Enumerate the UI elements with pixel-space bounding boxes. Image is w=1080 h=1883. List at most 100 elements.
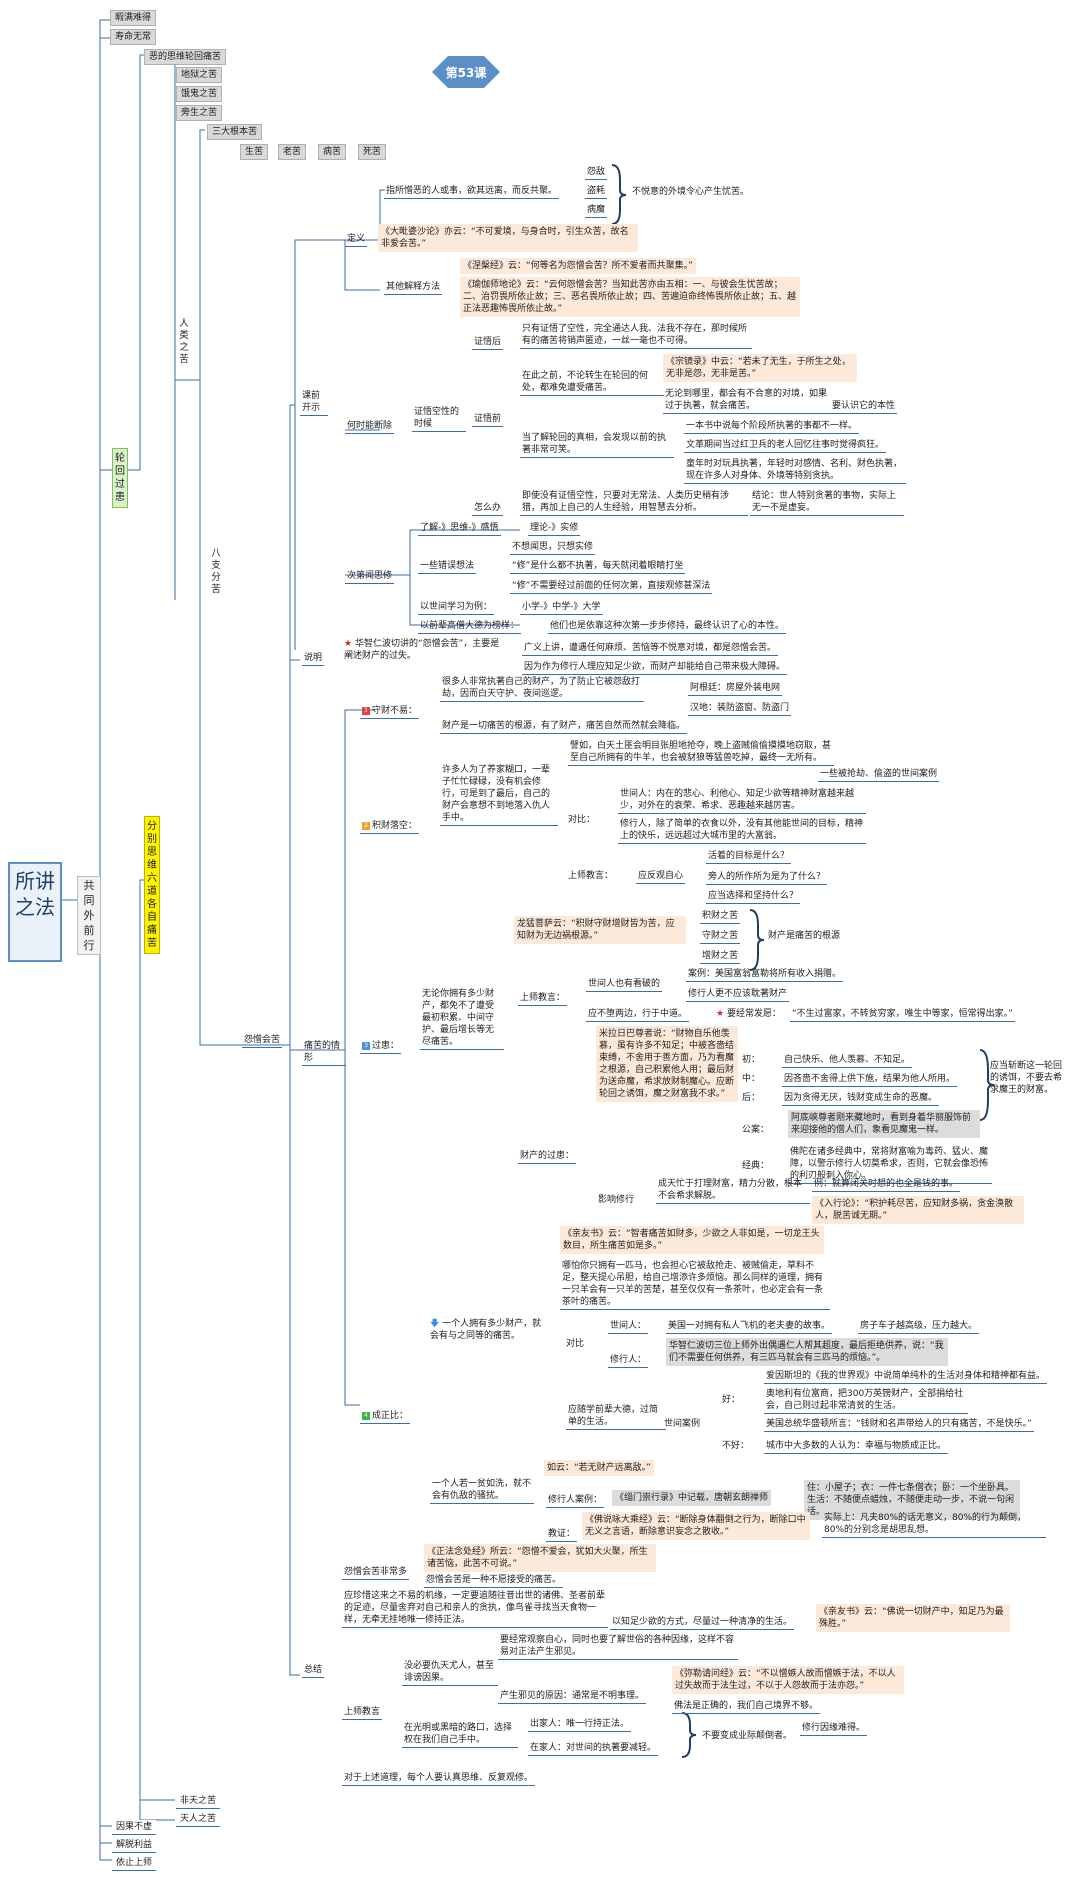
tq-yingqianliang: 应不堕两边，行于中道。 [586, 1008, 690, 1022]
bottom-item-2: 依止上师 [112, 1856, 157, 1871]
tq-xiuxingren: 修行人，除了简单的衣食以外，没有其他能世间的目标，精神上的快乐，远远超过大城市里… [618, 818, 866, 844]
kj-wulun: 无论到哪里，都会有不合意的对境，如果过于执著，就会痛苦。 [663, 388, 835, 414]
tq-label: 痛苦的情形 [302, 1040, 346, 1066]
zj-chansheng: 产生邪见的原因：通常是不明事理。 [498, 1690, 647, 1704]
kj-zenme: 怎么办 [472, 502, 504, 516]
kj-zhengqian: 证悟前 [472, 413, 504, 427]
tq-yingfanguan: 应反观自心 [636, 870, 686, 884]
tq-shijishang: 实际上：凡夫80%的话无意义，80%的行为颠倒，80%的分别念是胡思乱想。 [822, 1512, 1046, 1538]
tq-rupu: 《入行论》：“积护耗尽苦，应知财多祸，贪金涣散人，脱苦诚无期。” [812, 1196, 1024, 1224]
kj-wenzhang: 文革期间当过红卫兵的老人回忆往事时觉得疯狂。 [684, 439, 887, 453]
zj-yuanzeng2: 怨憎会苦是一种不愿接受的痛苦。 [424, 1574, 564, 1588]
shengku-3: 死苦 [358, 144, 387, 160]
tq-foshuo: 佛陀在诸多经典中，常将财富喻为毒药、猛火、魔障，以警示修行人切莫希求，否则，它就… [788, 1146, 992, 1184]
tq-yigeren: 🡇 一个人拥有多少财产，就会有与之同等的痛苦。 [430, 1318, 550, 1342]
tq-ruyun: 如云：“若无财产远离敌。” [544, 1460, 654, 1476]
tq-meiguo: 美国一对拥有私人飞机的老夫妻的故事。 [666, 1320, 833, 1334]
zj-yaojing: 要经常观察自心，同时也要了解世俗的各种因缘，这样不容易对正法产生邪见。 [498, 1634, 738, 1660]
tq-s4-text: 成正比： [372, 1411, 409, 1421]
yuanzeng-node: 怨憎会苦 [242, 1034, 283, 1048]
sandagen-node: 三大根本苦 [207, 124, 263, 140]
zj-meibiyao: 没必要仇天尤人，甚至诽谤因果。 [402, 1660, 498, 1686]
kj-zh-text: 只有证悟了空性，完全通达人我、法我不存在，那时候所有的痛苦将销声匿迹，一丝一毫也… [520, 323, 752, 349]
tq-hou: 后： [742, 1093, 761, 1103]
tq-jingdian: 经典： [742, 1161, 770, 1171]
tq-aiyin: 爱因斯坦的《我的世界观》中说简单纯朴的生活对身体和精神都有益。 [764, 1370, 1048, 1384]
kj-yixie: 一些错误想法 [418, 560, 477, 574]
kj-buxiang: 不想闻思，只想实修 [510, 541, 596, 555]
kj-zhengwu: 证悟空性的时候 [412, 406, 466, 432]
star-icon-2: ★ [716, 1009, 725, 1019]
tq-yintan: 因为贪得无厌，钱财变成生命的恶魔。 [782, 1092, 940, 1106]
kj-daohao: 盗耗 [585, 185, 608, 199]
tq-duibi2: 对比 [566, 1339, 585, 1349]
zj-q-zhengfa: 《正法念处经》所云：“怨憎不爱会，犹如大火聚，所生诸苦恼，此苦不可说。” [424, 1544, 656, 1572]
top-item-0: 暇满难得 [110, 10, 157, 26]
kj-liaojie2: 了解-》思维-》感悟 [418, 522, 501, 536]
kj-dingyi: 定义 [345, 233, 368, 247]
tq-chu: 初： [742, 1055, 761, 1065]
tq-s2a: 许多人为了养家糊口，一辈子忙忙碌碌，没有机会修行，可是到了最后，自己的财产会意想… [440, 764, 558, 826]
tq-chengshi: 城市中大多数的人认为：幸福与物质成正比。 [764, 1440, 949, 1454]
kj-q-niepan: 《涅槃经》云：“何等名为怨憎会苦？所不爱者而共聚集。” [460, 258, 696, 274]
kj-xiu1: “修”是什么都不执著，每天就闭着眼睛打坐 [510, 560, 686, 574]
kj-q-zongjing: 《宗镜录》中云：“若未了无生，于所生之处，无非是怨，无非是苦。” [663, 354, 857, 382]
tq-zengcai: 增财之苦 [700, 950, 741, 964]
arrow-down-icon: 🡇 [430, 1319, 440, 1329]
tq-yigeren2: 一个人若一贫如洗，就不会有仇敌的骚扰。 [430, 1478, 534, 1504]
tq-yingxiang: 影响修行 [598, 1195, 635, 1205]
kj-tamen: 他们也是依靠这种次第一步步修持，最终认识了心的本性。 [548, 620, 787, 634]
tq-pangren: 旁人的所作所为是为了什么？ [706, 871, 828, 885]
tq-yingxuanze: 应当选择和坚持什么？ [706, 890, 801, 904]
lesson-title: 第53课 [445, 66, 487, 80]
hell-item-2: 旁生之苦 [176, 105, 223, 121]
fenbie-node: 分别思维六道各自痛苦 [144, 816, 160, 954]
hell-item-0: 地狱之苦 [176, 67, 223, 83]
kj-zhenghou: 证悟后 [472, 336, 504, 350]
tq-buhao: 不好： [722, 1441, 750, 1451]
tq-jiaoyan: 教证： [546, 1528, 578, 1542]
tq-aodili: 奥地利有位富商，把300万英镑财产，全部捐给社会，自己则过起非常清贫的生活。 [764, 1388, 968, 1414]
tq-zhu: 住：小屋子；衣：一件七条僧衣；卧：一个坐卧具。生活：不随便点蜡烛，不随便走动一步… [804, 1480, 1020, 1520]
tq-yigeren-text: 一个人拥有多少财产，就会有与之同等的痛苦。 [430, 1319, 542, 1341]
tq-napa: 哪怕你只拥有一匹马，也会担心它被敌抢走、被贼偷走，草料不足，整天提心吊胆，给自己… [560, 1260, 830, 1310]
kj-label: 课前开示 [300, 390, 328, 416]
tq-q-qinyou: 《亲友书》云：“智者痛苦如财多，少欲之人非如是，一切龙王头数目，所生痛苦如是多。… [560, 1226, 824, 1254]
zj-duiyu: 对于上述道理，每个人要认真思维、反复观修。 [342, 1772, 536, 1786]
bottom-item-0: 因果不虚 [112, 1820, 157, 1835]
number-3-icon: 3 [362, 1041, 370, 1050]
tianren-node: 天人之苦 [176, 1812, 221, 1827]
zj-buyao: 不要变成业际颠倒者。 [702, 1731, 793, 1741]
kj-zq-a: 在此之前，不论转生在轮回的何处，都难免遭受痛苦。 [520, 370, 664, 396]
kj-qita: 其他解释方法 [384, 281, 443, 295]
zj-zaiguang: 在光明或黑暗的路口，选择权在我们自己手中。 [402, 1722, 518, 1748]
sm-guangyi: 广义上讲，遭遇任何麻烦、苦恼等不悦意对境，都是怨憎会苦。 [522, 642, 779, 656]
tq-zhong: 中： [742, 1074, 761, 1084]
kj-tongnian: 童年时对玩具执著，年轻时对感情、名利、财色执著，现在许多人对身体、外境等特别贪执… [684, 458, 906, 484]
kj-jishi: 即使没有证悟空性，只要对无常法、人类历史稍有涉猎，再加上自己的人生经验，用智慧去… [520, 490, 748, 516]
shengku-2: 病苦 [318, 144, 347, 160]
tq-shijianren2: 世间人也有看破的 [586, 978, 663, 992]
feitian-node: 非天之苦 [176, 1794, 221, 1809]
kj-lilun: 理论-》实修 [528, 522, 581, 536]
zj-yizhishao: 以知足少欲的方式，尽量过一种清净的生活。 [610, 1616, 795, 1630]
zj-q-qinyou2: 《亲友书》云：“佛说一切财产中，知足乃为最殊胜。” [816, 1604, 1010, 1632]
tq-agen: 阿根廷：房屋外装电网 [688, 682, 783, 696]
tq-bu: “不生过富家，不转贫穷家，唯生中等家，恒常得出家。” [790, 1008, 1015, 1022]
tq-s1-text: 守财不易： [372, 706, 418, 716]
kj-heshi: 何时能断除 [345, 420, 395, 434]
tq-handi: 汉地：装防盗窗、防盗门 [688, 702, 792, 716]
tq-milaro: 米拉日巴尊者说：“财物自乐他羡慕，虽有许多不知足；中被吝啬结束缚，不舍用于善方面… [596, 1026, 738, 1102]
lesson-badge: 第53课 [432, 56, 500, 88]
zj-xiuxing: 修行因缘难得。 [800, 1722, 868, 1736]
kj-bukuai: 不悦意的外境令心产生忧苦。 [632, 187, 750, 197]
tq-fangzi: 房子车子越高级，压力越大。 [858, 1320, 980, 1334]
tq-meiguozong: 美国总统华盛顿所言：“钱财和名声带给人的只有痛苦，不是快乐。” [764, 1418, 1034, 1432]
number-2-icon: 2 [362, 821, 370, 830]
zj-chujia: 出家人：唯一行持正法。 [528, 1718, 632, 1732]
root-node: 所讲之法 [8, 862, 62, 962]
zj-zaijia: 在家人：对世间的执著要减轻。 [528, 1742, 659, 1756]
tq-anli: 案例：美国富翁富勒将所有收入捐赠。 [686, 968, 844, 982]
